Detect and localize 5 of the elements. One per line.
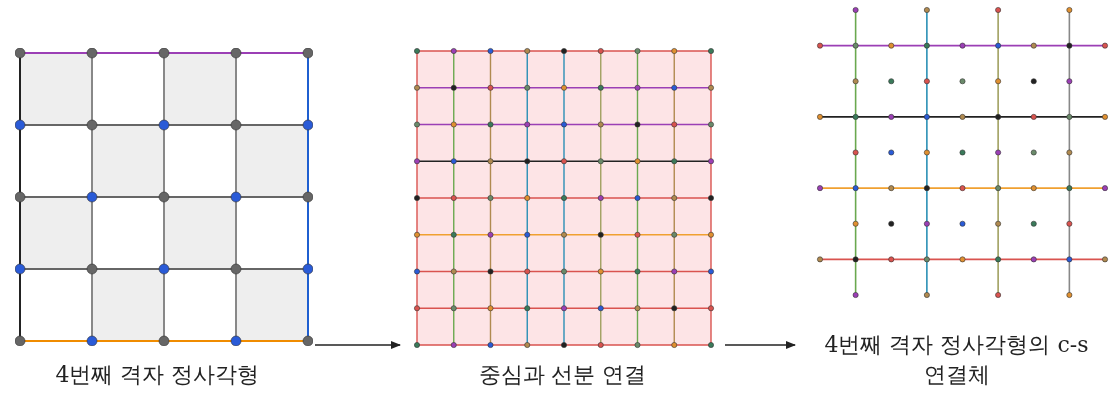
node-label: 4번째 격자 정사각형 [54,361,261,389]
arrow [724,341,796,349]
node-label: 4번째 격자 정사각형의 c-s 연결체 [823,331,1090,389]
node-label: 중심과 선분 연결 [477,361,648,389]
arrow [314,341,401,349]
